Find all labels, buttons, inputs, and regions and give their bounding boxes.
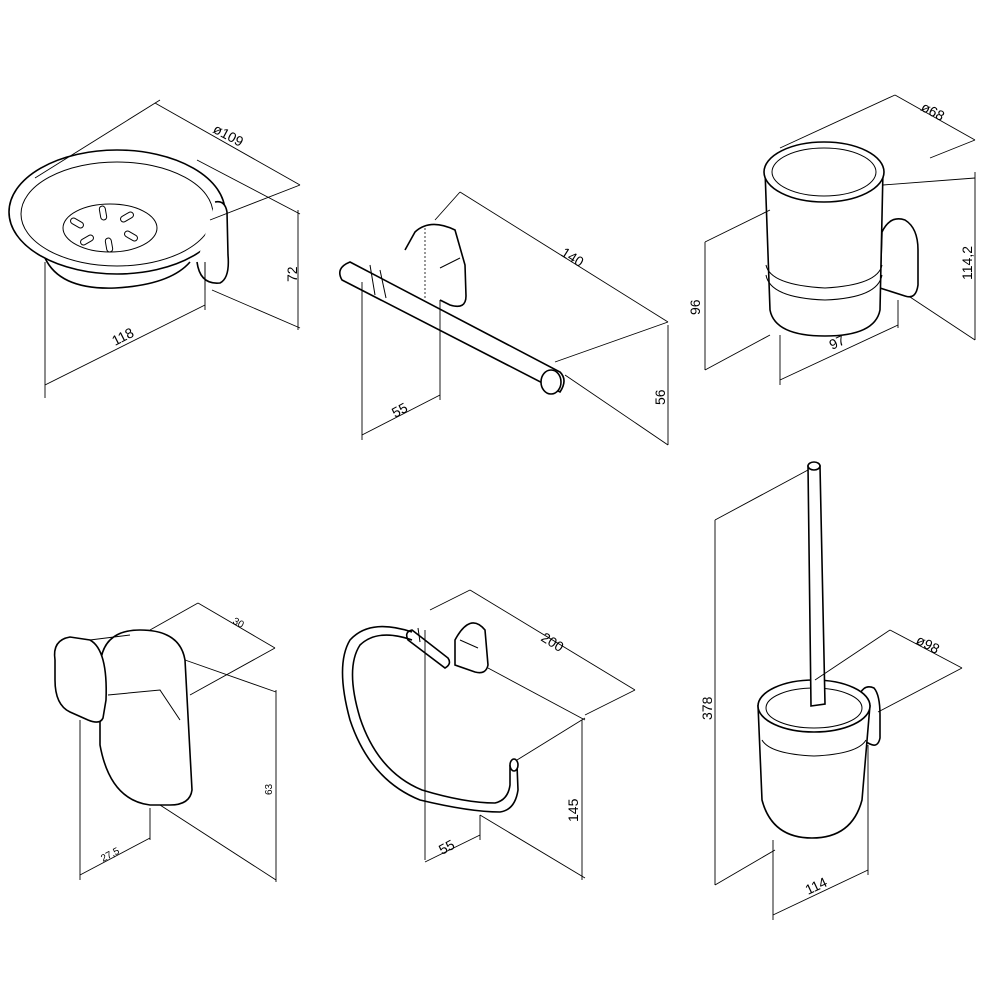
toilet-brush-height-label: 378 <box>699 696 715 720</box>
toilet-brush-drawing: 378 ø98 114 <box>699 461 963 920</box>
tumbler-cup-height-label: 96 <box>687 299 703 315</box>
towel-ring-depth-label: 55 <box>436 836 457 858</box>
paper-holder-drawing: 140 56 55 <box>339 191 669 446</box>
tumbler-holder-drawing: ø68 114,2 96 97 <box>687 94 976 385</box>
towel-ring-height-label: 145 <box>565 798 581 822</box>
soap-dish-drawing: ø109 72 118 <box>8 99 301 398</box>
robe-hook-height-label: 63 <box>264 783 275 795</box>
paper-holder-height-label: 56 <box>652 389 668 405</box>
robe-hook-width-label: 30 <box>231 616 246 631</box>
paper-holder-depth-label: 55 <box>389 399 410 421</box>
tumbler-diameter-label: ø68 <box>919 99 948 125</box>
towel-ring-drawing: 200 145 55 <box>341 589 636 880</box>
soap-dish-height-label: 72 <box>284 266 300 282</box>
robe-hook-depth-label: 27,5 <box>99 846 122 865</box>
soap-dish-diameter-label: ø109 <box>211 121 247 150</box>
paper-holder-length-label: 140 <box>558 244 586 270</box>
toilet-brush-diameter-label: ø98 <box>914 632 943 658</box>
robe-hook-drawing: 30 63 27,5 <box>53 602 277 882</box>
soap-dish-depth-label: 118 <box>109 324 136 348</box>
towel-ring-width-label: 200 <box>538 629 566 655</box>
tumbler-depth-label: 97 <box>827 332 848 353</box>
toilet-brush-depth-label: 114 <box>803 874 830 898</box>
tumbler-total-height-label: 114,2 <box>959 246 975 280</box>
drain-slots <box>70 205 138 253</box>
